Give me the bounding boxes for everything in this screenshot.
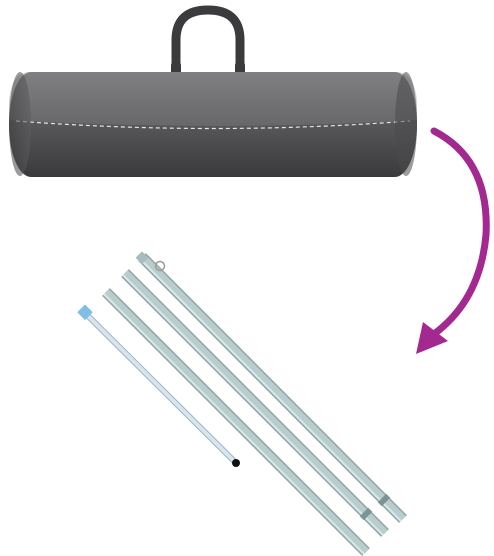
- carry-bag-icon: [9, 10, 417, 177]
- bag-end-right: [395, 72, 417, 176]
- arrow-shaft: [434, 131, 486, 334]
- flagpole-sections-icon: [77, 251, 403, 554]
- pole-section-1: [136, 251, 403, 521]
- pole-section-3: [104, 292, 366, 554]
- pole-tip-end: [232, 459, 240, 467]
- bag-handle: [176, 10, 240, 78]
- pole-section-2: [123, 273, 385, 535]
- bag-top-shade: [9, 72, 417, 126]
- curved-arrow-down-icon: [416, 131, 486, 354]
- bag-end-left: [9, 72, 31, 176]
